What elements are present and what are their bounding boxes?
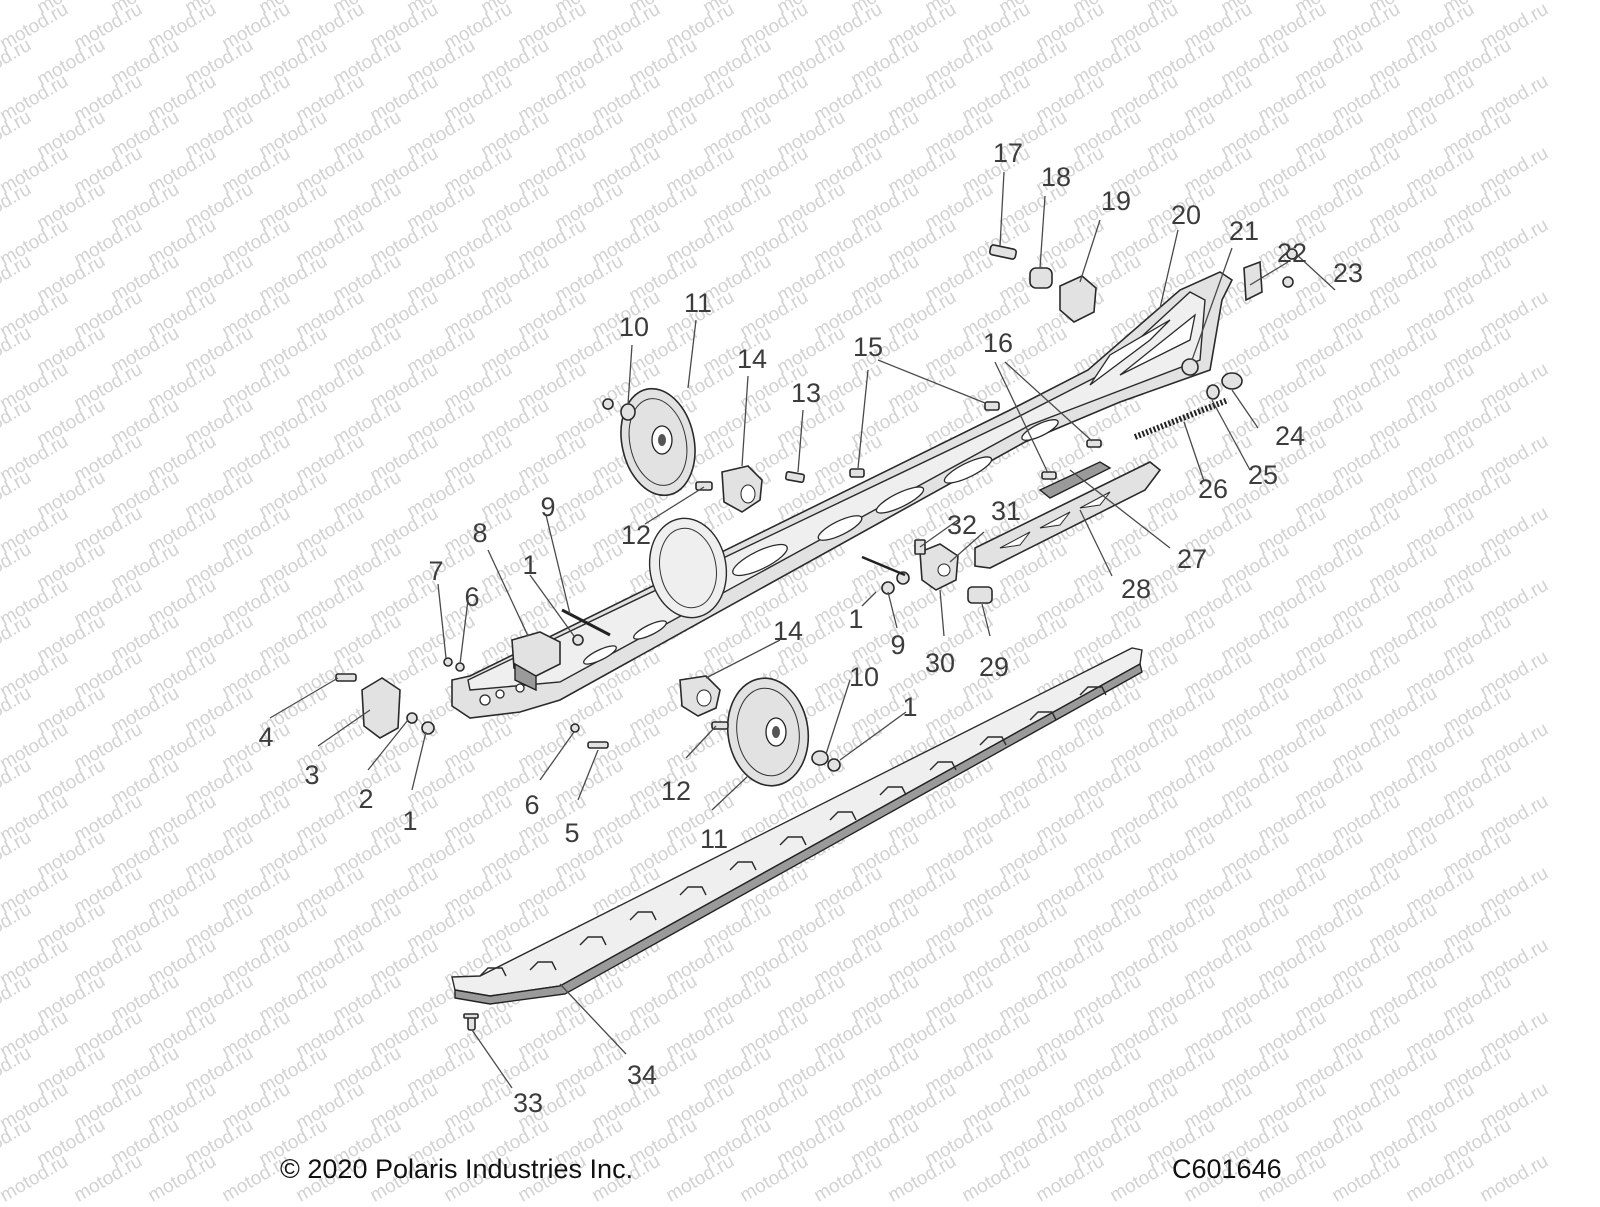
- callout-5: 5: [564, 818, 579, 848]
- callout-23: 23: [1333, 258, 1363, 288]
- wear-strip-bolt: [463, 1013, 479, 1031]
- callout-labels: 17 18 19 20 21 22 23 10 11 14 13 15 16 2…: [258, 138, 1363, 1118]
- callout-33: 33: [513, 1088, 543, 1118]
- wheel-bracket-lower: [679, 675, 721, 717]
- callout-3: 3: [304, 760, 319, 790]
- idler-wheel-inner: [648, 517, 728, 619]
- callout-17: 17: [993, 138, 1023, 168]
- callout-27: 27: [1177, 544, 1207, 574]
- front-bumper: [361, 677, 401, 739]
- wear-strip: [451, 647, 1143, 1005]
- callout-1-c: 1: [902, 692, 917, 722]
- callout-13: 13: [791, 378, 821, 408]
- pivot-block: [919, 543, 959, 591]
- callout-15: 15: [853, 332, 883, 362]
- idler-wheel-lower: [726, 677, 810, 787]
- callout-19: 19: [1101, 186, 1131, 216]
- callout-9-lower: 9: [890, 630, 905, 660]
- callout-10-lower: 10: [849, 662, 879, 692]
- slide-plate: [974, 461, 1162, 569]
- callout-31: 31: [991, 496, 1021, 526]
- callout-1-a: 1: [522, 550, 537, 580]
- callout-30: 30: [925, 648, 955, 678]
- callout-18: 18: [1041, 162, 1071, 192]
- callout-9-upper: 9: [540, 492, 555, 522]
- callout-11-upper: 11: [684, 288, 712, 318]
- callout-1-d: 1: [402, 806, 417, 836]
- callout-7: 7: [428, 556, 443, 586]
- idler-wheel-upper: [620, 387, 696, 497]
- callout-20: 20: [1171, 200, 1201, 230]
- callout-24: 24: [1275, 421, 1305, 451]
- spring: [1133, 397, 1230, 440]
- hardware: [335, 244, 1298, 772]
- leader-lines: [269, 171, 1336, 1089]
- callout-1-b: 1: [848, 604, 863, 634]
- callout-34: 34: [627, 1060, 657, 1090]
- callout-12-lower: 12: [661, 776, 691, 806]
- callout-8: 8: [472, 518, 487, 548]
- callout-4: 4: [258, 722, 273, 752]
- callout-2: 2: [358, 784, 373, 814]
- callout-29: 29: [979, 652, 1009, 682]
- callout-26: 26: [1198, 474, 1228, 504]
- copyright-notice: © 2020 Polaris Industries Inc.: [280, 1154, 634, 1184]
- callout-14-lower: 14: [773, 616, 803, 646]
- callout-12-upper: 12: [621, 520, 651, 550]
- callout-6-lower: 6: [524, 790, 539, 820]
- callout-16: 16: [983, 328, 1013, 358]
- callout-6-upper: 6: [464, 582, 479, 612]
- callout-32: 32: [947, 510, 977, 540]
- wheel-bracket-upper: [721, 465, 763, 513]
- callout-10-upper: 10: [619, 312, 649, 342]
- diagram-code: C601646: [1172, 1154, 1282, 1184]
- callout-28: 28: [1121, 574, 1151, 604]
- callout-21: 21: [1229, 216, 1259, 246]
- front-block: [511, 631, 561, 692]
- callout-25: 25: [1248, 460, 1278, 490]
- callout-14-upper: 14: [737, 344, 767, 374]
- callout-22: 22: [1277, 238, 1307, 268]
- callout-11-lower: 11: [700, 824, 728, 854]
